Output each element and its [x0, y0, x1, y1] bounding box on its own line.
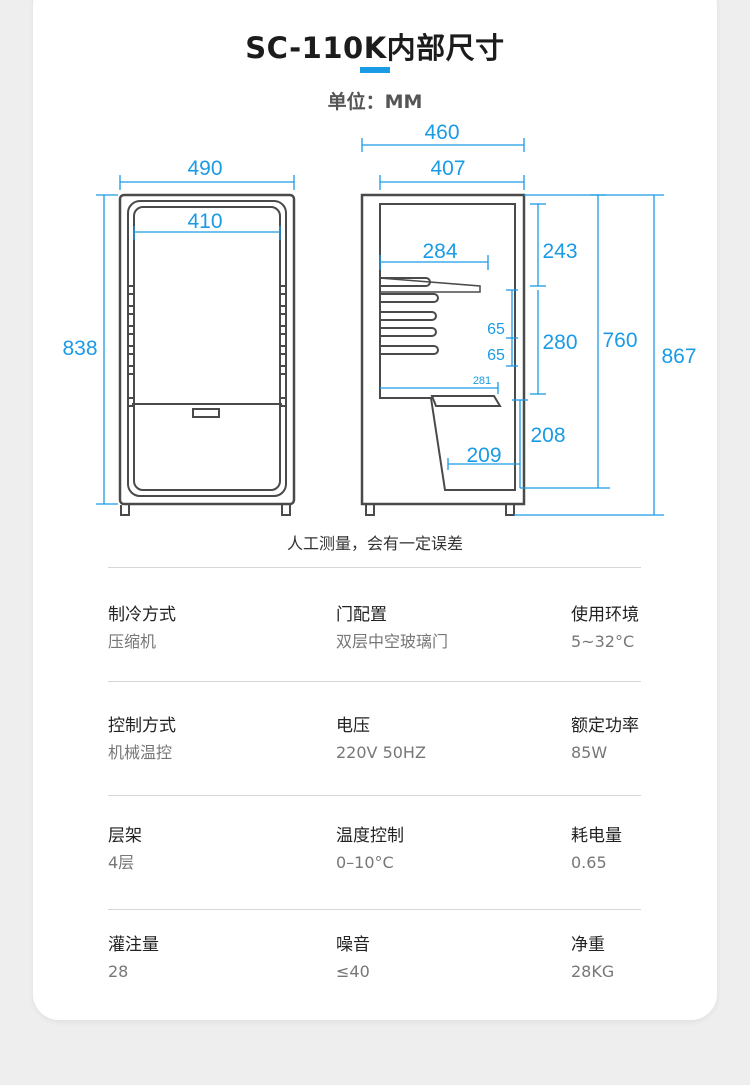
- divider: [108, 681, 641, 682]
- divider: [108, 567, 641, 568]
- spec-item: 控制方式 机械温控: [108, 714, 176, 765]
- spec-label: 电压: [336, 716, 370, 736]
- dim-front-width-inner: 410: [187, 210, 222, 233]
- spec-value: 220V 50HZ: [336, 743, 426, 762]
- dimension-lines: [96, 138, 664, 516]
- spec-value: 4层: [108, 853, 135, 872]
- spec-item: 额定功率 85W: [571, 714, 639, 765]
- dimension-diagram: 490 410 838 460 407 284 243 280 65 65 28…: [62, 121, 697, 516]
- spec-item: 制冷方式 压缩机: [108, 603, 176, 654]
- spec-label: 额定功率: [571, 716, 639, 736]
- dim-shelf-zone: 280: [542, 331, 577, 354]
- spec-label: 耗电量: [571, 826, 622, 846]
- spec-label: 制冷方式: [108, 605, 176, 625]
- spec-value: 5~32°C: [571, 632, 635, 651]
- spec-item: 耗电量 0.65: [571, 824, 622, 875]
- dim-bottom-section-height: 208: [530, 424, 565, 447]
- spec-item: 层架 4层: [108, 824, 142, 875]
- dim-side-depth-outer: 460: [424, 121, 459, 144]
- spec-label: 噪音: [336, 935, 370, 955]
- spec-item: 净重 28KG: [571, 933, 614, 984]
- divider: [108, 795, 641, 796]
- spec-item: 电压 220V 50HZ: [336, 714, 426, 765]
- dim-top-gap: 243: [542, 240, 577, 263]
- dim-bottom-section-width: 209: [466, 444, 501, 467]
- front-view: [118, 193, 296, 516]
- spec-value: 机械温控: [108, 743, 173, 762]
- title-accent-bar: [360, 67, 390, 73]
- measurement-note: 人工测量，会有一定误差: [286, 534, 463, 553]
- divider: [108, 909, 641, 910]
- page-title: SC-110K内部尺寸: [245, 31, 505, 65]
- dim-front-height: 838: [62, 337, 97, 360]
- dimension-labels: 490 410 838 460 407 284 243 280 65 65 28…: [62, 121, 696, 467]
- spec-item: 门配置 双层中空玻璃门: [336, 603, 448, 654]
- dim-inner-height: 760: [602, 329, 637, 352]
- spec-label: 控制方式: [108, 716, 176, 736]
- spec-value: 28: [108, 962, 129, 981]
- unit-label: 单位：MM: [327, 91, 423, 113]
- spec-label: 层架: [108, 826, 142, 846]
- dim-front-width-outer: 490: [187, 157, 222, 180]
- spec-value: 85W: [571, 743, 608, 762]
- dim-side-depth-inner: 407: [430, 157, 465, 180]
- spec-value: 压缩机: [108, 632, 157, 651]
- spec-value: 0–10°C: [336, 853, 394, 872]
- spec-value: 双层中空玻璃门: [336, 632, 449, 651]
- spec-item: 噪音 ≤40: [336, 933, 370, 984]
- dim-shelf-width: 284: [422, 240, 457, 263]
- spec-label: 温度控制: [336, 826, 404, 846]
- dim-shelf-gap-1: 65: [487, 321, 505, 338]
- spec-value: 0.65: [571, 853, 607, 872]
- spec-item: 使用环境 5~32°C: [571, 603, 639, 654]
- dim-shelf-gap-2: 65: [487, 347, 505, 364]
- dim-bottom-shelf: 281: [473, 375, 491, 387]
- spec-value: 28KG: [571, 962, 615, 981]
- spec-label: 净重: [571, 935, 605, 955]
- spec-label: 灌注量: [108, 935, 159, 955]
- spec-value: ≤40: [336, 962, 370, 981]
- spec-label: 使用环境: [571, 605, 639, 625]
- spec-item: 灌注量 28: [108, 933, 159, 984]
- side-view: [360, 193, 526, 516]
- spec-label: 门配置: [336, 605, 387, 625]
- dim-total-height: 867: [661, 345, 696, 368]
- spec-item: 温度控制 0–10°C: [336, 824, 404, 875]
